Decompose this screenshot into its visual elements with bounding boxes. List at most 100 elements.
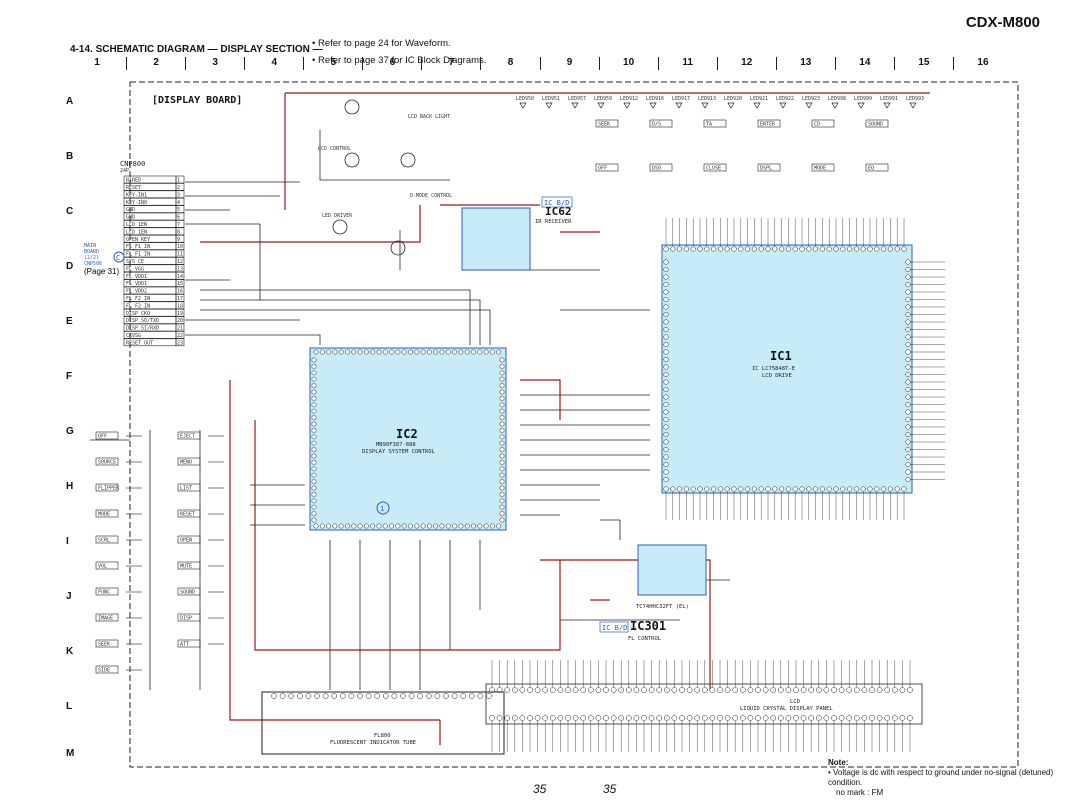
ic2-pin-right [499,453,505,459]
ic1-pin-left [663,409,669,415]
ic2-pin-top [326,349,332,355]
ic1-pin-left [663,304,669,310]
main-ref-3: CNP506 [84,261,102,267]
col-13: 13 [777,57,836,70]
ic2-part: MB90F387-888 [376,442,416,448]
connector-signal: DISP CKO [126,311,150,317]
led-symbol [571,102,579,109]
led-symbol [545,102,553,109]
led-symbol [883,102,891,109]
ic2-pin-bottom [426,523,432,529]
lcd-pin-top [618,687,625,693]
led-function-box [649,163,673,172]
ic1-pin-left [663,311,669,318]
lcd-pin-bottom [724,715,731,721]
row-a: A [66,96,74,107]
switch-box [177,587,201,596]
connector-signal: FL_VDD1 [126,281,147,287]
lcd-pin-bottom [907,715,913,721]
row-b: B [66,151,74,162]
lcd-ref: LCD [790,699,800,705]
main-ref-2: (2/2) [84,255,99,261]
lcd-pin-bottom [618,715,625,721]
connector-pin-cell [175,294,185,302]
ic1-pin-bottom [697,486,703,492]
ic1-pin-right [905,431,911,438]
ic2-pin-left [311,440,317,446]
col-1: 1 [68,57,128,70]
lcd-pin-top [489,687,495,693]
ic1-pin-top [813,246,819,252]
ic2-pin-top [338,349,344,355]
led-function-label: MODE [814,166,826,172]
lcd-pin-top [656,687,663,693]
ic2-pin-top [370,349,376,355]
switch-box [95,431,119,440]
led-symbol [701,102,709,109]
ic1-pin-left [663,356,669,363]
ic1-pin-bottom [881,486,887,492]
switch-label: RESET [180,512,195,518]
ic2-pin-bottom [376,523,382,529]
led-label: LED959 [594,96,612,102]
connector-pin-cell [175,205,185,213]
lcd-pin-bottom [534,715,541,721]
connector-pin-cell [175,316,185,324]
note-item-mark: no mark : FM [836,788,884,797]
ic2-pin-bottom [458,523,464,529]
ic1-pin-right [905,416,911,423]
ic2-pin-top [426,349,432,355]
led-label: LED993 [906,96,924,102]
ic301: IC301 TC74HHC32FT (EL) FL CONTROL IC B/D [599,544,707,642]
lcd-pin-bottom [869,715,875,721]
col-7: 7 [422,57,482,70]
ic1-pin-right [905,439,911,445]
ic1-pin-left [663,296,669,303]
connector-pin-number: 3 [177,192,180,198]
ic2-pin-left [311,453,317,459]
ic2-pin-right [499,395,505,401]
ic2-pin-bottom [439,523,445,529]
header-notes: Refer to page 24 for Waveform. Refer to … [312,35,486,69]
ic1-pin-right [905,266,911,273]
lcd-pin-top [770,687,777,693]
ic1-pin-bottom [799,486,805,492]
ic2-pin-left [311,434,317,440]
ic1-pin-top [853,246,859,252]
ic2-pin-bottom [370,523,376,529]
lcd-pin-bottom [876,715,883,721]
ic1-pin-top [751,246,757,252]
lcd-pin-bottom [625,715,632,721]
ic1-pin-top [785,246,791,252]
ic1-pin-right [905,259,911,265]
connector-pin-cell [175,264,185,273]
switch-label: EJECT [180,434,195,440]
ic1-pin-left [663,289,669,295]
ic2-pin-left [311,498,317,504]
led-function-box [757,119,781,128]
ic1-pin-bottom [751,486,757,492]
ic2-pin-bottom [452,523,458,529]
connector-pin-number: 14 [177,274,183,280]
ic1-pin-bottom [677,486,683,492]
switch-label: SOURCE [98,460,116,466]
led-label: LED923 [802,96,820,102]
lcd-pin-bottom [701,715,708,721]
ic2-pin-top [351,349,357,355]
col-11: 11 [659,57,718,70]
lcd-pin-top [679,687,685,693]
ic1-pin-top [772,246,778,252]
ic2-pin-top [464,349,470,355]
ic2-pin-top [471,349,476,355]
conn-circle-letter: C [116,254,120,262]
ic1-part: IC LC75848T-E [752,366,795,372]
ic1-pin-right [905,379,911,385]
lcd-desc: LIQUID CRYSTAL DISPLAY PANEL [740,706,833,712]
ic1-pin-left [663,319,669,325]
lcd-pin-bottom [511,715,518,721]
connector-signal: SYS CE [126,259,144,265]
ic1-pin-bottom [663,486,669,492]
ic1-pin-left [663,371,669,378]
connector-pin-cell [175,234,185,243]
ic2-pin-bottom [414,523,420,529]
